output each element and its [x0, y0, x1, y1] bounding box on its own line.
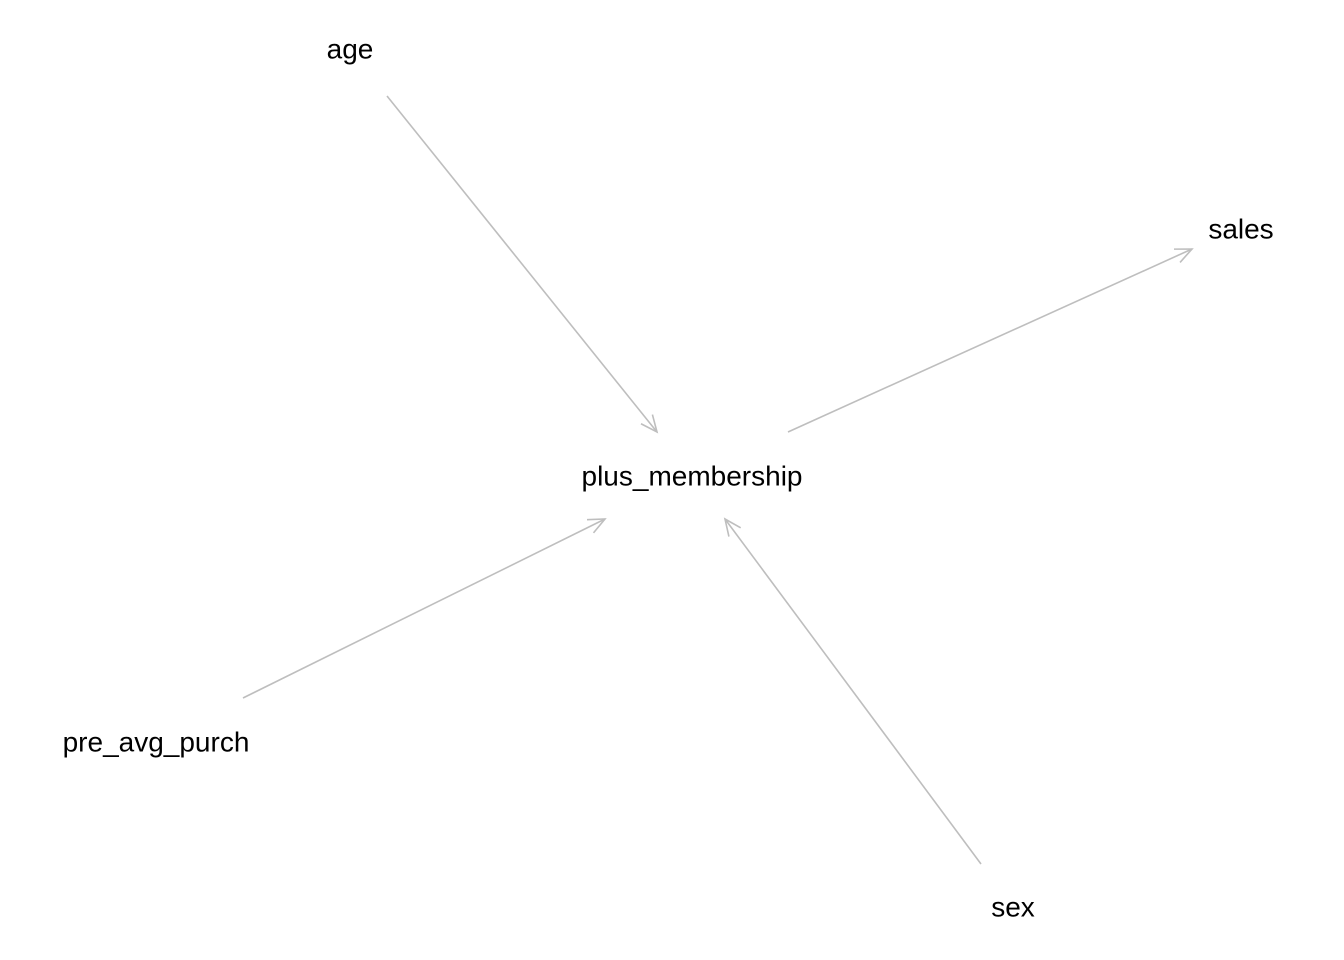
node-label-sex: sex	[991, 892, 1035, 923]
arrowhead-icon	[586, 518, 607, 534]
edge-line	[724, 518, 982, 865]
edge-plus_membership-to-sales	[787, 248, 1194, 433]
arrowhead-icon	[1173, 248, 1194, 263]
edge-pre_avg_purch-to-plus_membership	[242, 518, 607, 699]
edge-age-to-plus_membership	[386, 95, 659, 434]
arrowhead-icon	[723, 517, 742, 537]
edge-line	[787, 248, 1193, 433]
edge-line	[242, 518, 606, 699]
arrowhead-icon	[640, 414, 659, 434]
node-label-pre-avg-purch: pre_avg_purch	[63, 727, 250, 758]
node-label-plus-membership: plus_membership	[582, 461, 803, 492]
node-label-age: age	[327, 34, 374, 65]
edges-layer	[242, 95, 1194, 865]
edge-line	[386, 95, 658, 433]
edge-sex-to-plus_membership	[723, 517, 982, 865]
node-label-sales: sales	[1208, 214, 1273, 245]
